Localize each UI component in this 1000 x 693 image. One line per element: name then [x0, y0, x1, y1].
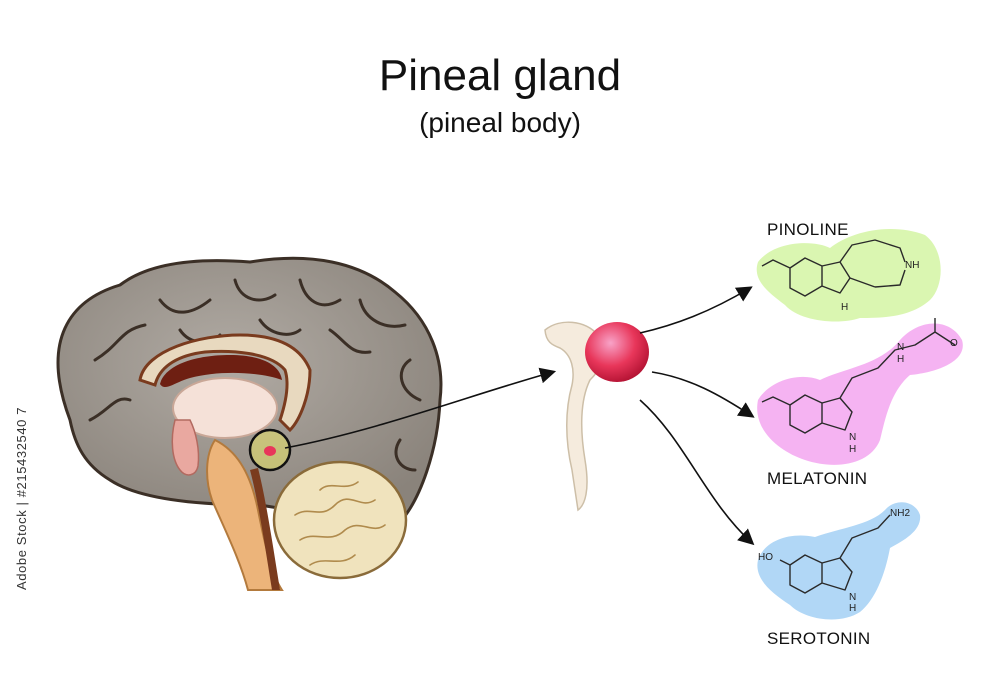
arrow-to-serotonin	[639, 399, 755, 546]
melatonin-structure	[761, 318, 956, 434]
pineal-in-brain	[264, 446, 276, 456]
serotonin-label: SEROTONIN	[767, 629, 870, 648]
spinal-canal	[250, 468, 280, 590]
melatonin-carbonyl-o: O	[950, 338, 958, 349]
thalamus	[172, 377, 278, 439]
brainstem	[206, 438, 284, 591]
arrow-to-pinoline	[639, 286, 753, 334]
serotonin-indole-n: N	[849, 592, 856, 603]
serotonin-glow	[757, 502, 921, 620]
enlarged-pineal-gland	[544, 321, 649, 512]
melatonin-indole-h: H	[849, 444, 856, 455]
hypothalamus	[171, 419, 200, 476]
arrow-to-melatonin	[651, 371, 755, 418]
serotonin-molecule: HO NH2 N H SEROTONIN	[757, 502, 921, 648]
page-subtitle: (pineal body)	[419, 107, 581, 138]
arrow-to-gland	[284, 367, 557, 449]
pineal-gland	[585, 322, 649, 382]
stock-id-watermark: Adobe Stock | #215432540 7	[14, 407, 29, 590]
corpus-callosum	[138, 333, 312, 433]
melatonin-amide-h: H	[897, 354, 904, 365]
brain-illustration	[56, 256, 443, 591]
serotonin-structure	[779, 514, 891, 594]
melatonin-molecule: N H O N H MELATONIN	[757, 318, 963, 488]
page-title: Pineal gland	[379, 51, 621, 100]
melatonin-glow	[757, 323, 963, 465]
cerebellum-folia	[294, 481, 386, 566]
melatonin-amide-n: N	[897, 342, 904, 353]
serotonin-hydroxyl: HO	[758, 552, 773, 563]
pinoline-ring-nh: NH	[905, 260, 919, 271]
cerebellum	[272, 460, 408, 580]
serotonin-amine: NH2	[890, 508, 910, 519]
serotonin-indole-h: H	[849, 603, 856, 614]
pinoline-label: PINOLINE	[767, 220, 849, 239]
melatonin-label: MELATONIN	[767, 469, 867, 488]
lateral-ventricle	[160, 355, 282, 388]
pinoline-indole-h: H	[841, 302, 848, 313]
pinoline-structure	[761, 239, 906, 297]
pinoline-molecule: NH H PINOLINE	[756, 220, 941, 322]
melatonin-indole-n: N	[849, 432, 856, 443]
